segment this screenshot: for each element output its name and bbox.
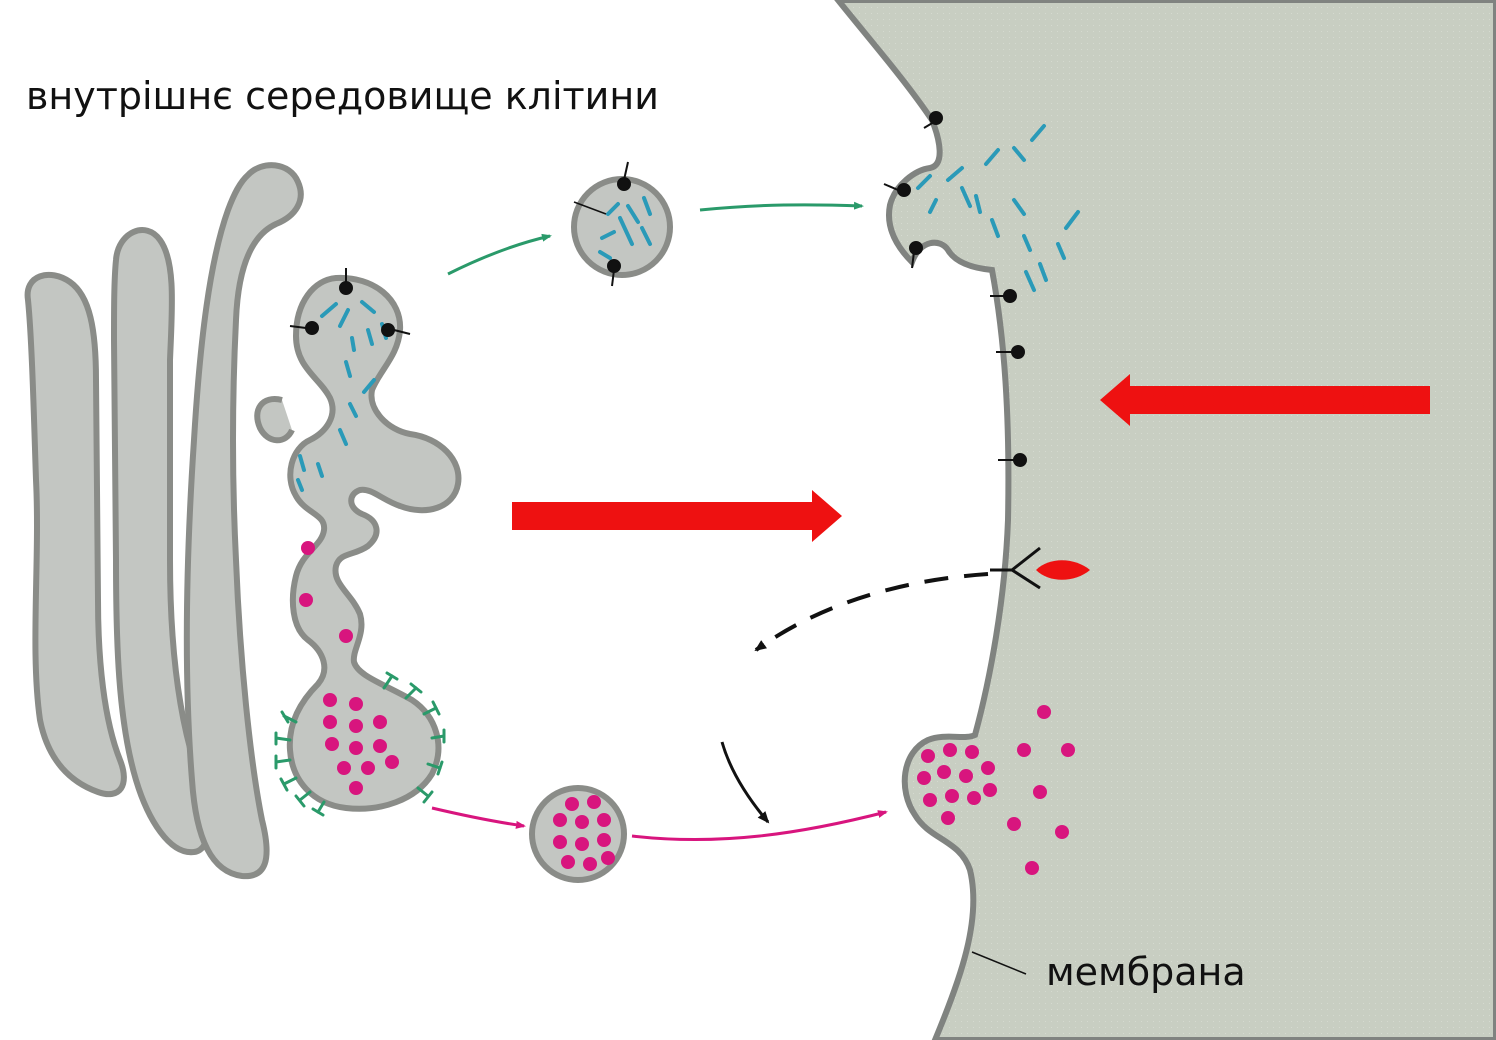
tgn-bud-loop (257, 399, 292, 440)
constitutive-path-arrow-2 (700, 205, 862, 210)
regulated-path-arrow-1 (432, 808, 524, 826)
trans-golgi-network (290, 278, 459, 809)
trigger-arrow (722, 742, 768, 822)
red-right-arrow (512, 490, 842, 542)
golgi-cisterna-3 (187, 165, 301, 876)
extracellular-space (838, 0, 1496, 1040)
transport-vesicle-cargo (574, 162, 670, 286)
regulated-path-arrow-2 (632, 812, 886, 840)
signal-dashed-arrow (756, 574, 988, 650)
cell-interior-label: внутрішнє середовище клітини (26, 74, 659, 118)
secretory-vesicle (532, 788, 624, 880)
golgi-cisterna-1 (28, 275, 124, 794)
membrane-label: мембрана (1046, 950, 1246, 994)
constitutive-path-arrow-1 (448, 236, 550, 274)
